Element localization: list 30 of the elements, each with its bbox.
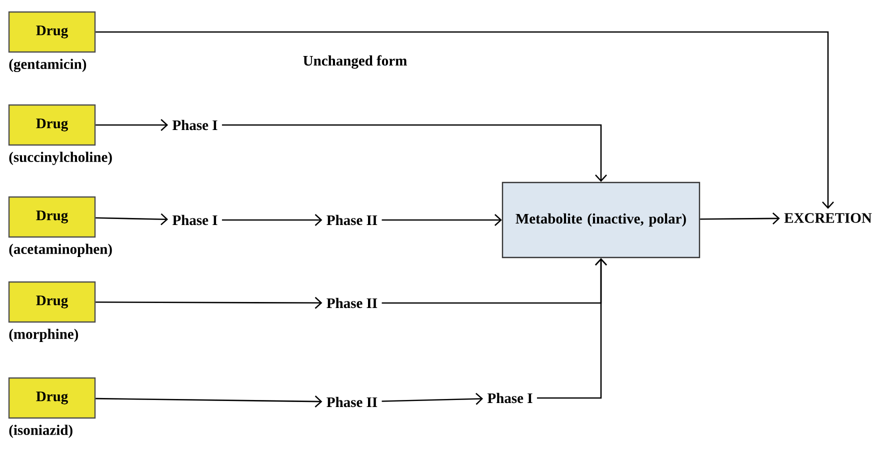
drug-name: (acetaminophen) <box>9 244 112 257</box>
stage-label: Phase II <box>326 298 378 308</box>
stage-label: Phase I <box>488 392 532 404</box>
drug-box: Drug <box>8 11 96 53</box>
drug-box: Drug <box>8 377 96 419</box>
arrow <box>382 392 484 405</box>
stage-label: EXCRETION <box>784 213 872 223</box>
stage-label: Phase II <box>326 214 378 226</box>
stage-label: Phase I <box>172 214 218 226</box>
drug-box: Drug <box>8 104 96 146</box>
edge-label: Unchanged form <box>302 54 408 70</box>
arrow <box>700 212 780 224</box>
drug-box: Drug <box>8 196 96 238</box>
metabolite-box: Metabolite (inactive, polar) <box>502 182 700 258</box>
arrow <box>96 31 834 209</box>
arrow <box>96 296 322 309</box>
drug-name: (isoniazid) <box>9 424 72 438</box>
drug-name: (gentamicin) <box>9 58 86 72</box>
arrow <box>536 258 607 399</box>
arrow <box>222 124 607 182</box>
drug-name: (morphine) <box>9 328 78 342</box>
arrow <box>382 214 502 226</box>
stage-label: Phase II <box>326 396 378 408</box>
arrow <box>96 396 322 408</box>
drug-name: (succinylcholine) <box>9 152 112 165</box>
arrow <box>222 214 322 226</box>
stage-label: Phase I <box>172 120 218 130</box>
arrow <box>96 119 168 131</box>
arrow <box>96 213 168 226</box>
drug-box: Drug <box>8 281 96 323</box>
